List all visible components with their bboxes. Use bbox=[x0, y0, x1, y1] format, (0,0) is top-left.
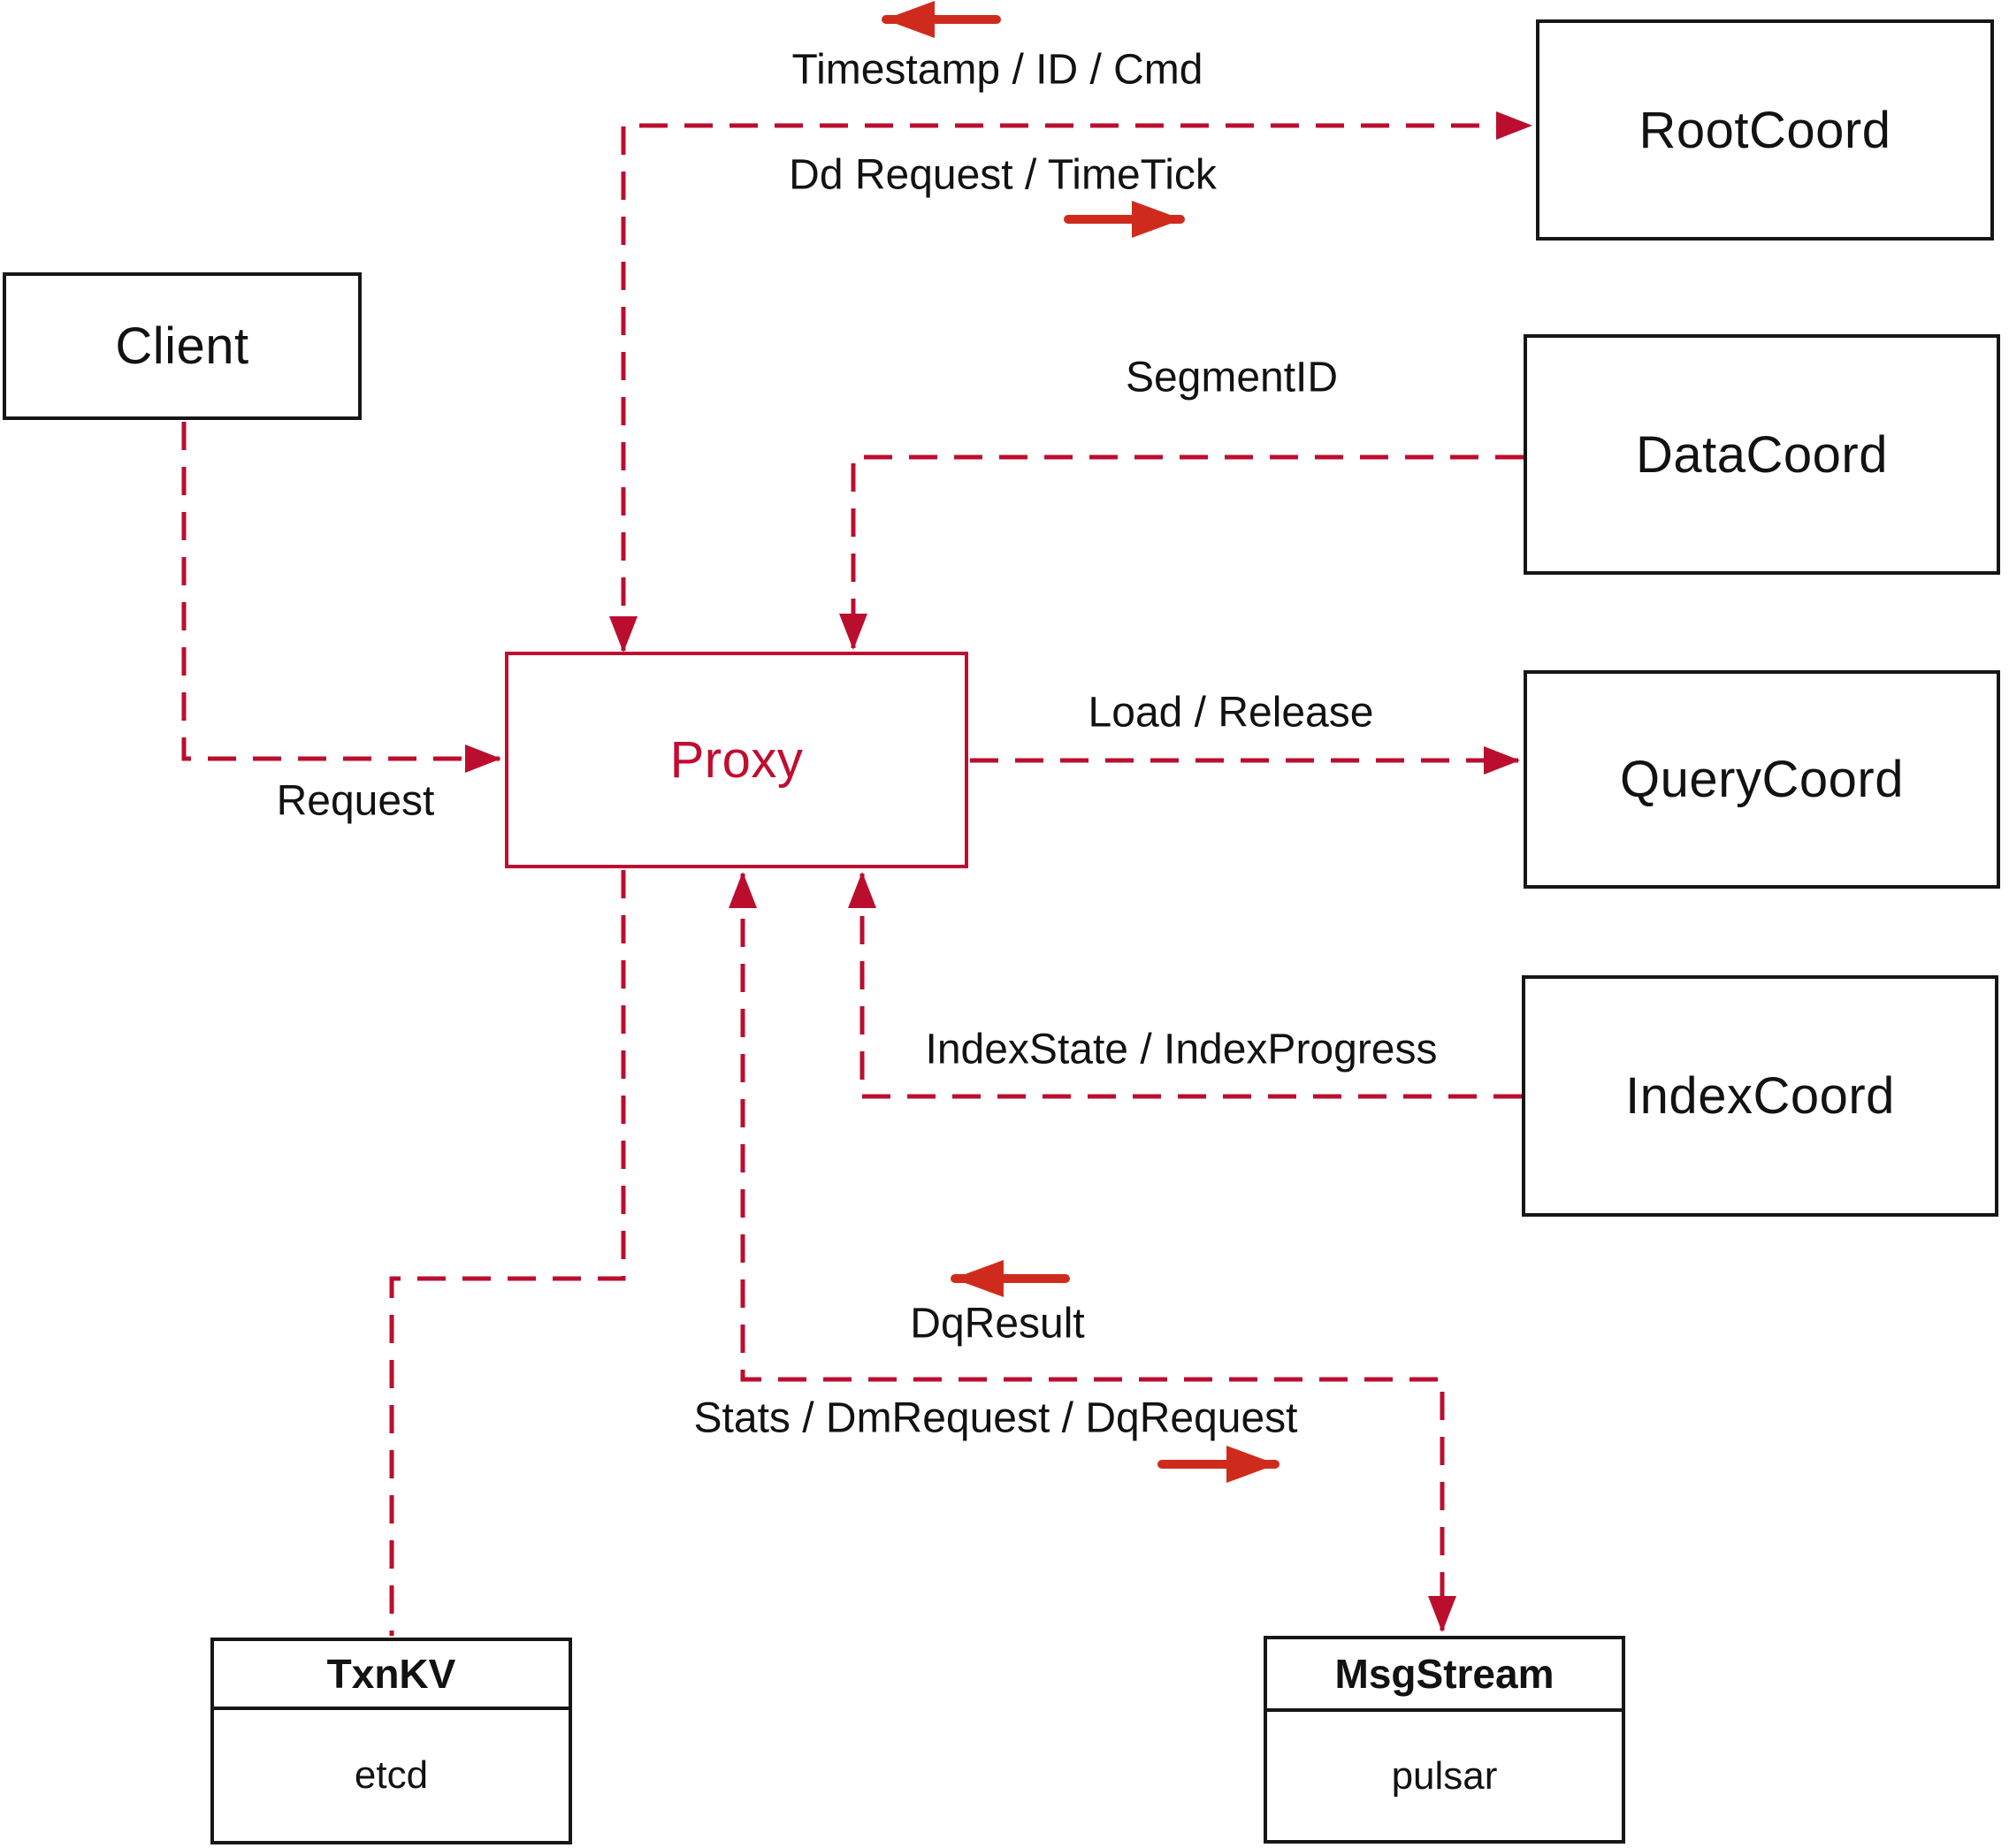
edge-label-segment-id: SegmentID bbox=[1125, 354, 1339, 401]
node-client: Client bbox=[3, 272, 362, 420]
edge-proxy-rootcoord bbox=[609, 111, 1532, 653]
node-indexcoord-label: IndexCoord bbox=[1625, 1067, 1895, 1125]
edge-label-timestamp: Timestamp / ID / Cmd bbox=[791, 46, 1203, 94]
node-txnkv: TxnKV etcd bbox=[210, 1638, 572, 1844]
edge-proxy-msgstream bbox=[729, 872, 1456, 1632]
node-client-label: Client bbox=[115, 317, 249, 375]
edge-label-stats: Stats / DmRequest / DqRequest bbox=[693, 1394, 1298, 1442]
node-proxy-label: Proxy bbox=[669, 731, 804, 789]
edge-label-dq-result: DqResult bbox=[910, 1300, 1085, 1348]
node-rootcoord: RootCoord bbox=[1536, 19, 1994, 241]
node-msgstream: MsgStream pulsar bbox=[1264, 1636, 1625, 1844]
edge-label-request: Request bbox=[276, 777, 435, 825]
node-msgstream-title: MsgStream bbox=[1267, 1639, 1622, 1712]
edge-datacoord-proxy bbox=[839, 454, 1524, 650]
node-querycoord-label: QueryCoord bbox=[1620, 751, 1904, 808]
node-txnkv-sub: etcd bbox=[354, 1753, 429, 1797]
node-datacoord: DataCoord bbox=[1524, 334, 2000, 575]
edge-label-dd-request: Dd Request / TimeTick bbox=[789, 151, 1217, 199]
edge-proxy-txnkv bbox=[389, 870, 626, 1636]
node-txnkv-title: TxnKV bbox=[214, 1641, 569, 1710]
node-querycoord: QueryCoord bbox=[1524, 670, 2000, 889]
edge-label-load-release: Load / Release bbox=[1088, 689, 1374, 737]
node-indexcoord: IndexCoord bbox=[1522, 975, 1998, 1217]
node-proxy: Proxy bbox=[505, 652, 968, 868]
node-rootcoord-label: RootCoord bbox=[1639, 101, 1891, 159]
node-datacoord-label: DataCoord bbox=[1636, 425, 1888, 484]
edge-label-index-state: IndexState / IndexProgress bbox=[925, 1026, 1438, 1073]
node-msgstream-sub: pulsar bbox=[1391, 1753, 1498, 1798]
edge-client-proxy bbox=[181, 422, 501, 773]
